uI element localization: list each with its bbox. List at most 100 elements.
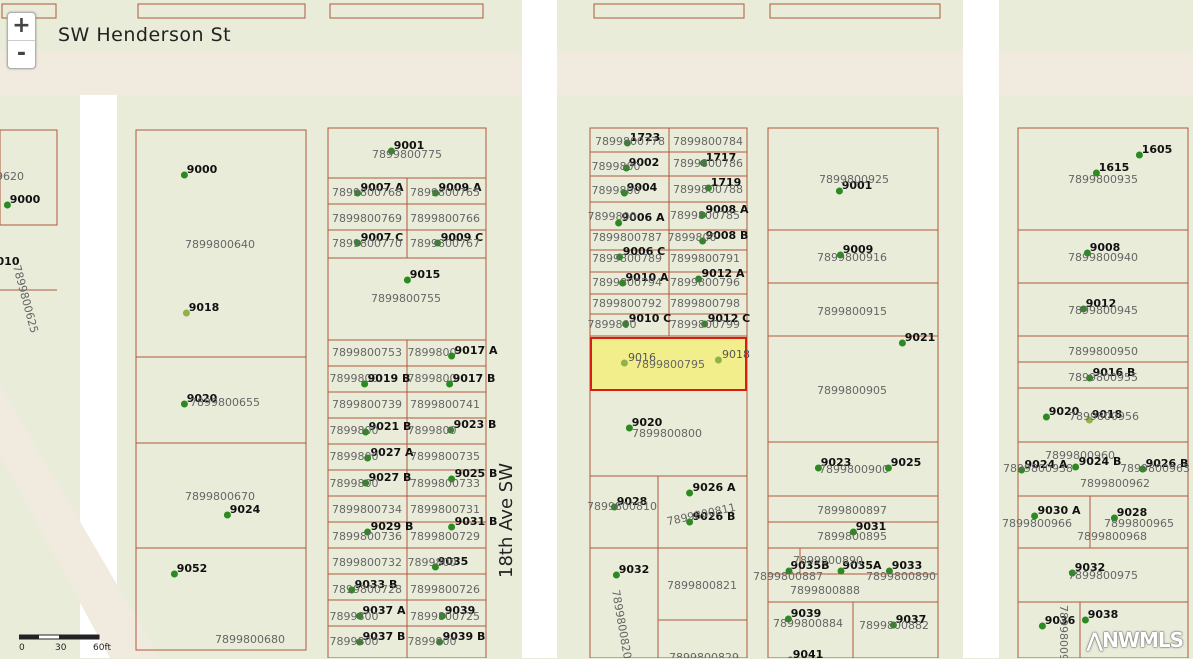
parcel-point-p64[interactable] bbox=[436, 638, 444, 646]
parcel-point-p75[interactable] bbox=[620, 189, 628, 197]
parcel-point-p63[interactable] bbox=[356, 638, 364, 646]
parcel-point-p33[interactable] bbox=[446, 380, 454, 388]
parcel-point-p03[interactable] bbox=[182, 309, 190, 317]
parcel-point-p157[interactable] bbox=[1110, 514, 1118, 522]
parcel-id-label-p149: 7899800960 bbox=[1045, 449, 1115, 462]
parcel-point-p139[interactable] bbox=[1083, 249, 1091, 257]
parcel-point-p60[interactable] bbox=[438, 612, 446, 620]
parcel-id-label-p93: 7899800798 bbox=[670, 297, 740, 310]
parcel-point-p07[interactable] bbox=[223, 511, 231, 519]
parcel-point-p15[interactable] bbox=[354, 189, 362, 197]
parcel-point-p103[interactable] bbox=[686, 489, 694, 497]
parcel-point-p43[interactable] bbox=[362, 479, 370, 487]
parcel-point-p54[interactable] bbox=[431, 563, 439, 571]
parcel-point-p70[interactable] bbox=[699, 159, 707, 167]
parcel-point-p126[interactable] bbox=[885, 567, 893, 575]
selected-parcel-9016[interactable] bbox=[590, 337, 747, 391]
parcel-point-p67[interactable] bbox=[623, 139, 631, 147]
parcel-point-p11[interactable] bbox=[3, 201, 11, 209]
parcel-id-label-p123: 7899800895 bbox=[817, 530, 887, 543]
parcel-point-p98[interactable] bbox=[620, 359, 628, 367]
parcel-point-p146[interactable] bbox=[1042, 413, 1050, 421]
parcel-point-p79[interactable] bbox=[615, 219, 623, 227]
parcel-point-p21[interactable] bbox=[354, 239, 362, 247]
parcel-point-p111[interactable] bbox=[835, 187, 843, 195]
parcel-point-p44[interactable] bbox=[448, 475, 456, 483]
parcel-point-p118[interactable] bbox=[814, 464, 822, 472]
parcel-point-p141[interactable] bbox=[1079, 305, 1087, 313]
parcel-point-p137[interactable] bbox=[1092, 169, 1100, 177]
scale-bar-seg-1 bbox=[19, 635, 39, 639]
parcel-id-label-p34: 7899800739 bbox=[332, 398, 402, 411]
parcel-point-p08[interactable] bbox=[170, 570, 178, 578]
zoom-in-button[interactable]: + bbox=[12, 13, 31, 38]
parcel-point-p02[interactable] bbox=[180, 171, 188, 179]
parcel-point-p83[interactable] bbox=[699, 237, 707, 245]
parcel-point-p152[interactable] bbox=[1139, 465, 1147, 473]
parcel-point-p136[interactable] bbox=[1135, 151, 1143, 159]
parcel-id-label-p09: 7899800680 bbox=[215, 633, 285, 646]
parcel-point-p101[interactable] bbox=[625, 424, 633, 432]
parcel-point-p106[interactable] bbox=[686, 518, 694, 526]
parcel-point-p71[interactable] bbox=[622, 164, 630, 172]
parcel-point-p151[interactable] bbox=[1072, 463, 1080, 471]
parcel-point-p144[interactable] bbox=[1086, 374, 1094, 382]
parcel-point-p16[interactable] bbox=[432, 189, 440, 197]
parcel-point-p37[interactable] bbox=[447, 426, 455, 434]
parcel-point-p56[interactable] bbox=[348, 586, 356, 594]
parcel-point-p78[interactable] bbox=[699, 211, 707, 219]
parcel-point-p100[interactable] bbox=[714, 356, 722, 364]
parcel-point-p119[interactable] bbox=[884, 464, 892, 472]
parcel-point-p122[interactable] bbox=[849, 528, 857, 536]
parcel-point-p31[interactable] bbox=[361, 380, 369, 388]
parcel-point-p85[interactable] bbox=[616, 253, 624, 261]
parcel-point-p40[interactable] bbox=[364, 454, 372, 462]
parcel-id-label-p109: 7899800821 bbox=[667, 579, 737, 592]
parcel-point-p163[interactable] bbox=[1038, 622, 1046, 630]
parcel-point-p131[interactable] bbox=[784, 615, 792, 623]
parcel-point-p147[interactable] bbox=[1085, 416, 1093, 424]
parcel-id-label-p76: 7899800 bbox=[592, 184, 641, 197]
parcel-id-label-p46: 7899800733 bbox=[410, 477, 480, 490]
parcel-point-p29[interactable] bbox=[448, 352, 456, 360]
parcel-point-p116[interactable] bbox=[898, 339, 906, 347]
parcel-point-p104[interactable] bbox=[610, 503, 618, 511]
address-label-p22: 9009 C bbox=[441, 231, 484, 244]
parcel-id-label-p05: 7899800655 bbox=[190, 396, 260, 409]
parcel-point-p161[interactable] bbox=[1068, 569, 1076, 577]
parcel-point-p50[interactable] bbox=[448, 523, 456, 531]
parcel-point-p133[interactable] bbox=[889, 621, 897, 629]
parcel-point-p74[interactable] bbox=[704, 184, 712, 192]
parcel-point-p59[interactable] bbox=[356, 612, 364, 620]
address-label-p101: 9020 bbox=[632, 416, 663, 429]
parcel-point-p13[interactable] bbox=[387, 147, 395, 155]
scale-bar-seg-2 bbox=[59, 635, 99, 639]
parcel-point-p108[interactable] bbox=[612, 571, 620, 579]
parcel-point-p25[interactable] bbox=[403, 276, 411, 284]
parcel-point-p04[interactable] bbox=[180, 400, 188, 408]
parcel-point-p164[interactable] bbox=[1081, 616, 1089, 624]
parcel-point-p36[interactable] bbox=[362, 428, 370, 436]
parcel-point-p95[interactable] bbox=[701, 320, 709, 328]
parcel-point-p88[interactable] bbox=[619, 279, 627, 287]
parcel-point-p125[interactable] bbox=[837, 567, 845, 575]
parcel-point-p124[interactable] bbox=[785, 567, 793, 575]
parcel-point-p156[interactable] bbox=[1031, 512, 1039, 520]
parcel-point-p22[interactable] bbox=[434, 239, 442, 247]
parcel-point-p94[interactable] bbox=[622, 320, 630, 328]
address-label-p161: 9032 bbox=[1075, 561, 1106, 574]
parcel-id-label-p96: 7899800 bbox=[588, 318, 637, 331]
parcel-id-label-p26: 7899800755 bbox=[371, 292, 441, 305]
parcel-point-p113[interactable] bbox=[836, 251, 844, 259]
parcel-point-p49[interactable] bbox=[364, 528, 372, 536]
parcel-id-label-p47: 7899800734 bbox=[332, 503, 402, 516]
address-label-p95: 9012 C bbox=[708, 312, 751, 325]
parcel-point-p89[interactable] bbox=[695, 275, 703, 283]
zoom-out-button[interactable]: - bbox=[8, 40, 35, 68]
parcel-point-p150[interactable] bbox=[1018, 466, 1026, 474]
scale-label-30: 30 bbox=[55, 643, 67, 653]
address-label-p163: 9036 bbox=[1045, 614, 1076, 627]
address-label-p49: 9029 B bbox=[371, 520, 414, 533]
parcel-id-label-p27: 7899800753 bbox=[332, 346, 402, 359]
